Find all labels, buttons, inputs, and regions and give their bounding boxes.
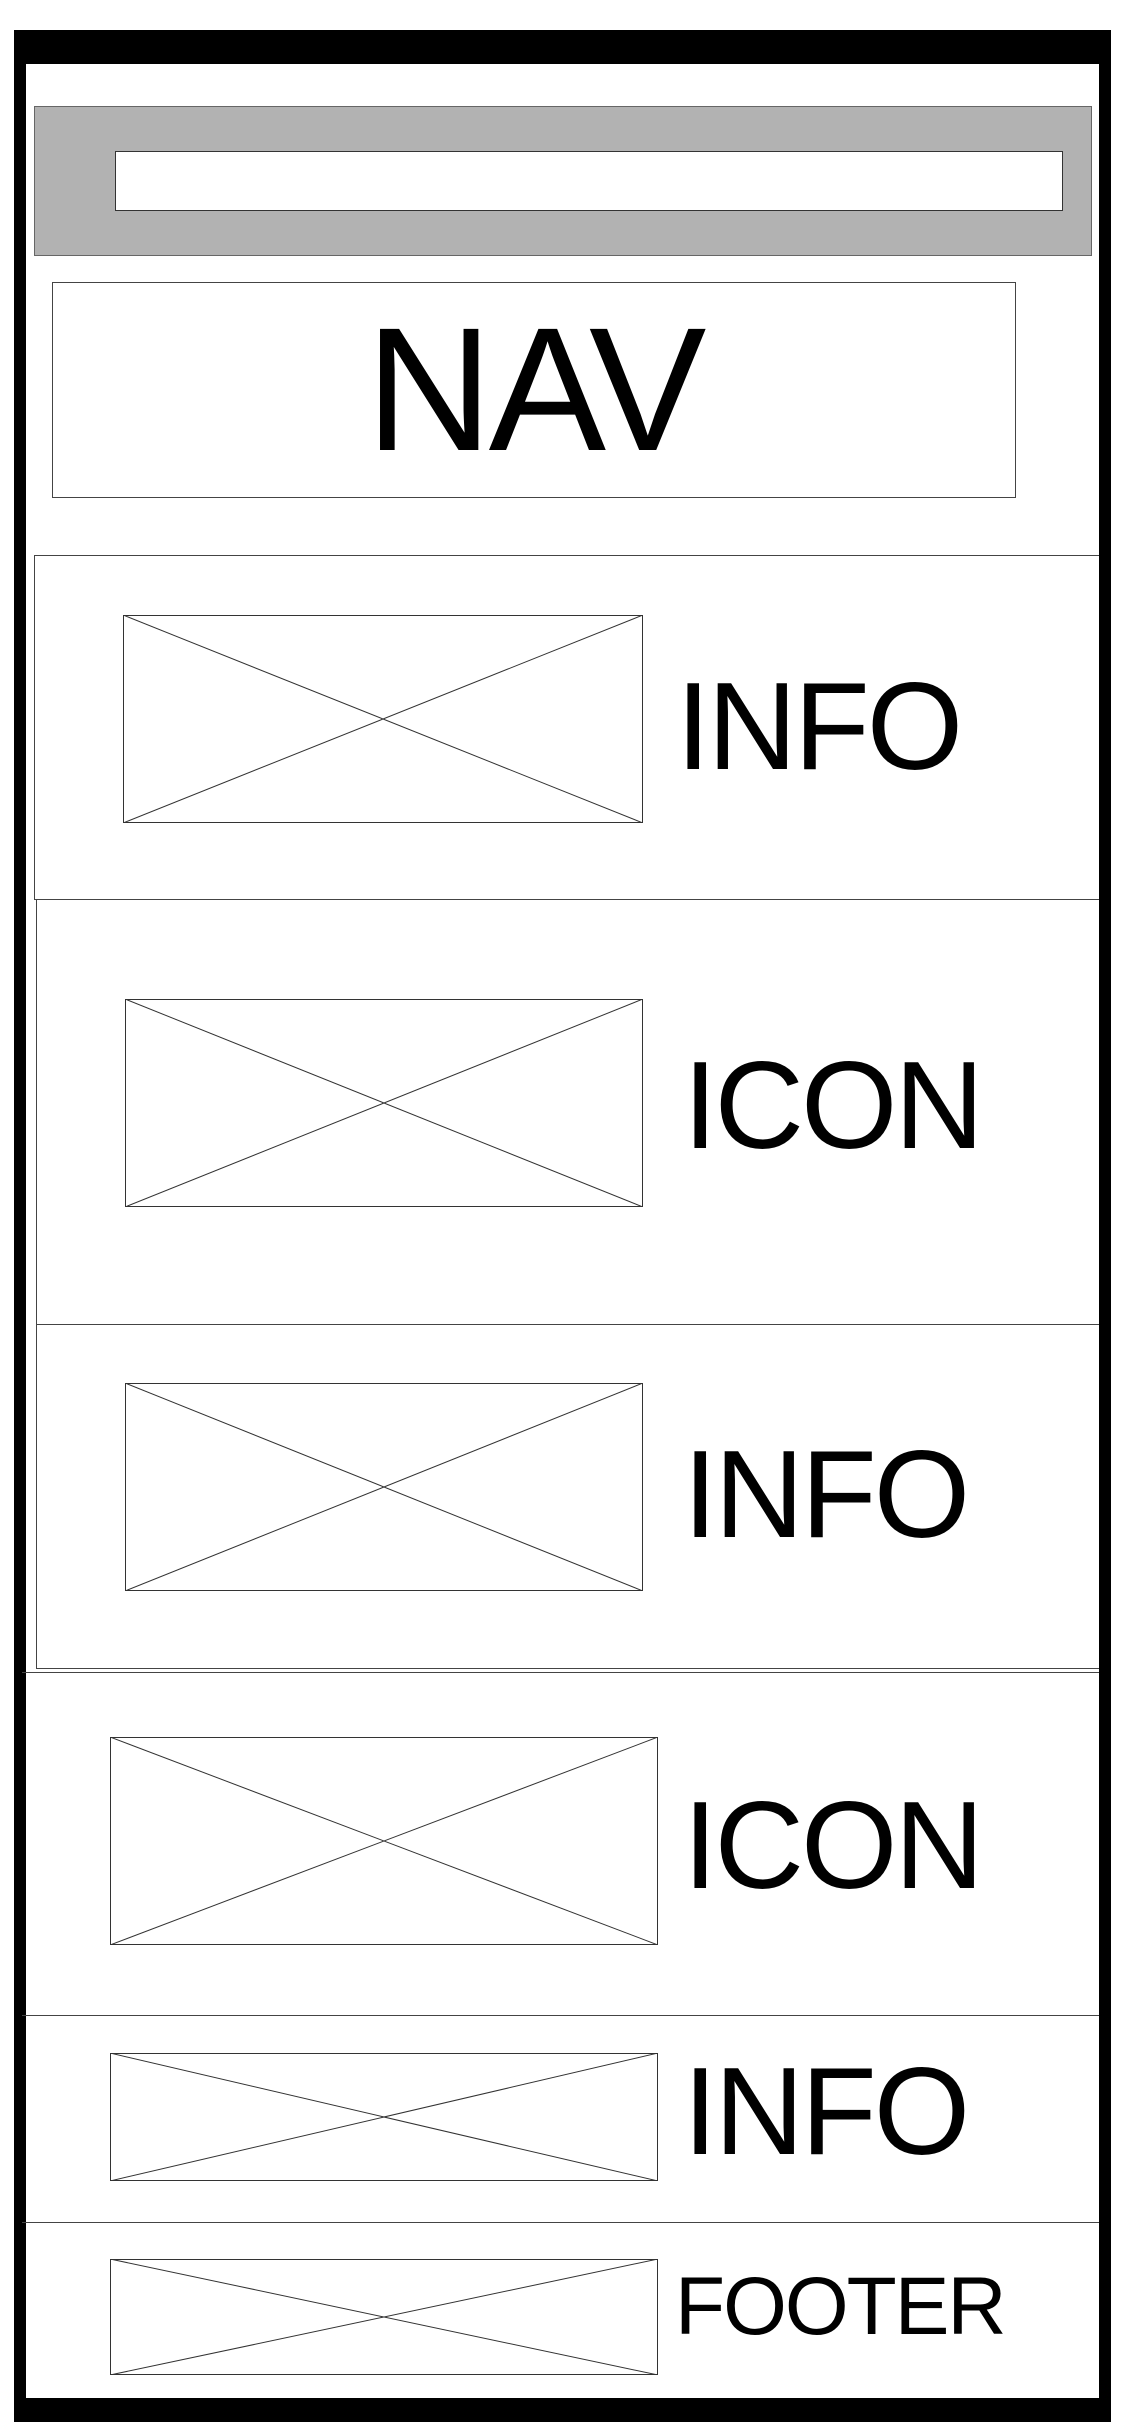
section-label-3: INFO	[683, 1426, 970, 1564]
section-info-2	[36, 1324, 1099, 1669]
section-label-2: ICON	[683, 1037, 984, 1175]
footer-label: FOOTER	[675, 2261, 1007, 2352]
image-placeholder-1	[123, 615, 643, 823]
image-placeholder-5	[110, 2053, 658, 2181]
image-placeholder-4	[110, 1737, 658, 1945]
search-input[interactable]	[115, 151, 1063, 211]
section-label-4: ICON	[683, 1777, 984, 1915]
device-frame	[14, 30, 1111, 2422]
section-label-1: INFO	[676, 658, 963, 796]
footer	[22, 2222, 1099, 2398]
image-placeholder-2	[125, 999, 643, 1207]
search-bar	[34, 106, 1092, 256]
section-label-5: INFO	[683, 2043, 970, 2181]
image-placeholder-3	[125, 1383, 643, 1591]
footer-image-placeholder	[110, 2259, 658, 2375]
nav-label: NAV	[365, 292, 707, 488]
nav-box[interactable]: NAV	[52, 282, 1016, 498]
